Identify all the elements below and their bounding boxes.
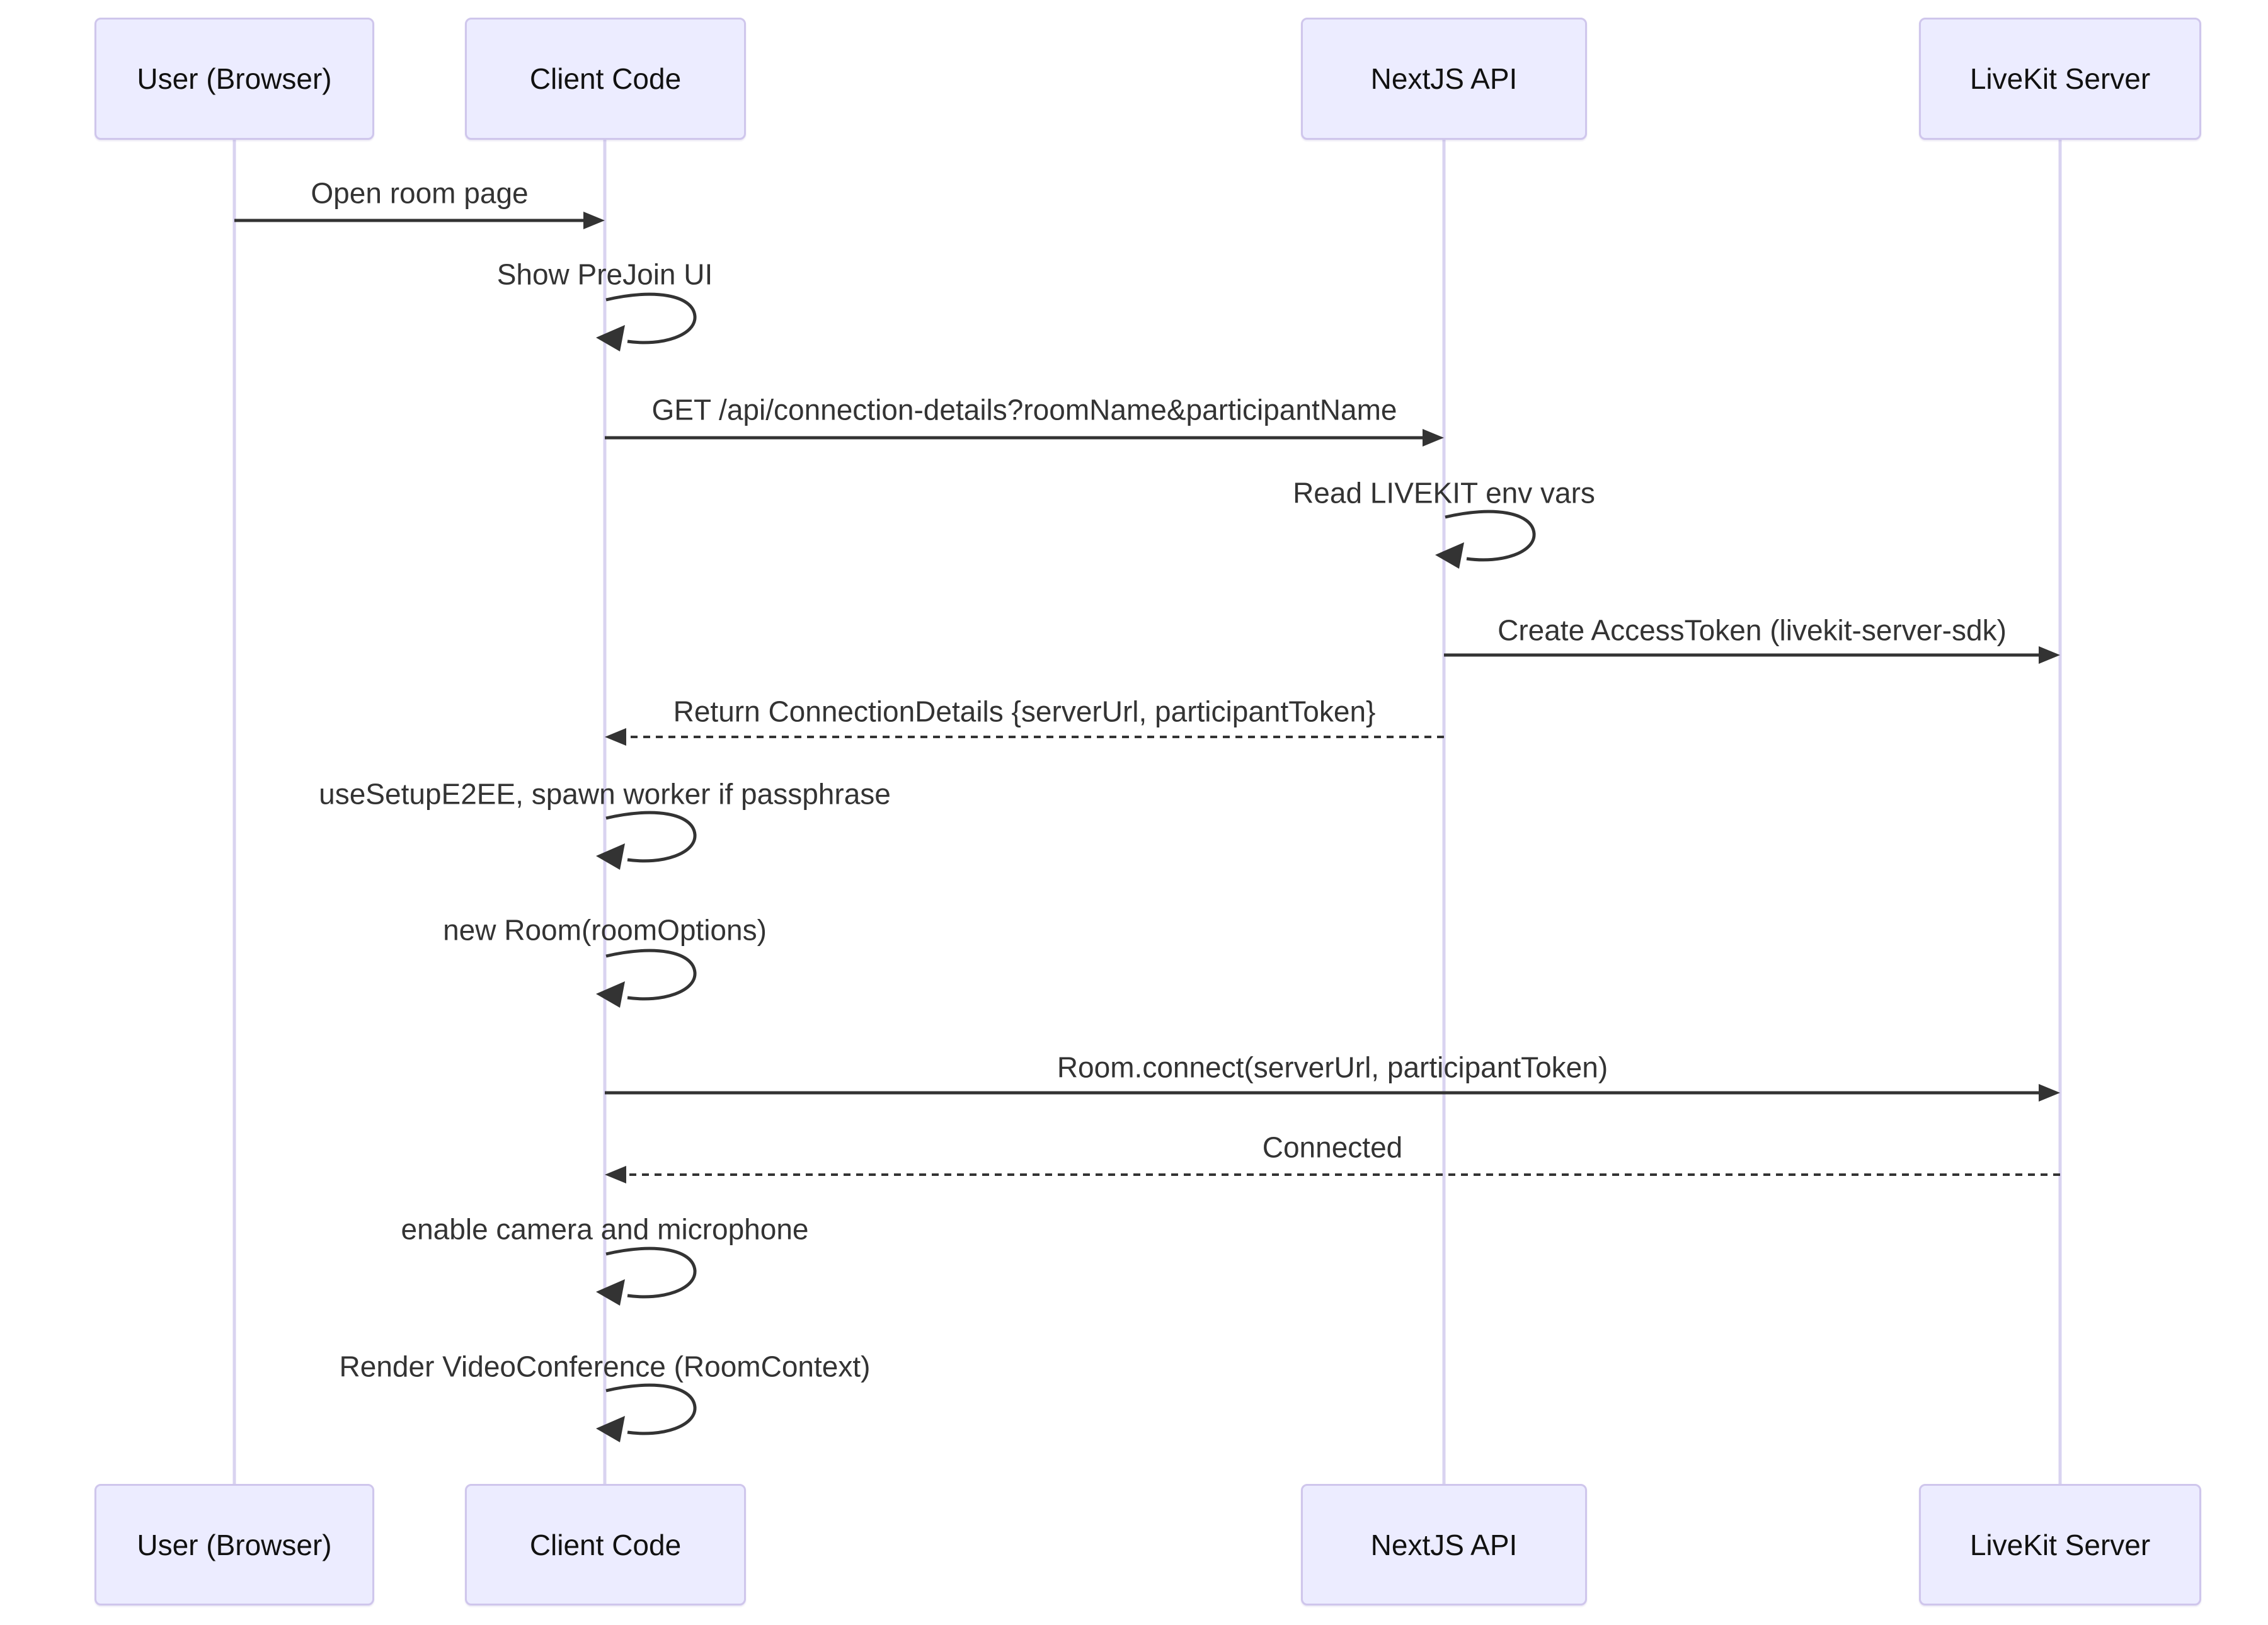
message-label: useSetupE2EE, spawn worker if passphrase — [319, 777, 891, 811]
actor-box-top-client: Client Code — [465, 18, 746, 140]
actor-box-top-livekit: LiveKit Server — [1919, 18, 2201, 140]
message-label: Open room page — [311, 176, 529, 210]
message-label: Return ConnectionDetails {serverUrl, par… — [673, 695, 1376, 728]
actor-label: NextJS API — [1370, 1528, 1518, 1561]
actor-label: LiveKit Server — [1969, 62, 2151, 95]
arrowhead-icon — [596, 981, 625, 1008]
actor-label: LiveKit Server — [1969, 1528, 2151, 1561]
self-loop — [605, 1246, 697, 1299]
actor-box-bottom-user: User (Browser) — [94, 1484, 374, 1605]
actor-label: NextJS API — [1370, 62, 1518, 95]
message-label: Create AccessToken (livekit-server-sdk) — [1498, 613, 2007, 647]
actor-label: Client Code — [529, 1528, 682, 1561]
arrowhead-icon — [2039, 646, 2060, 664]
self-loop — [605, 1383, 697, 1435]
self-loop — [605, 292, 697, 345]
message-label: Read LIVEKIT env vars — [1293, 476, 1595, 510]
actor-box-top-user: User (Browser) — [94, 18, 374, 140]
arrowhead-icon — [605, 1166, 626, 1183]
message-label: Show PreJoin UI — [496, 258, 713, 291]
message-label: new Room(roomOptions) — [443, 913, 767, 947]
actor-label: User (Browser) — [137, 1528, 332, 1561]
message-label: enable camera and microphone — [401, 1212, 809, 1246]
actor-label: User (Browser) — [137, 62, 332, 95]
actor-box-bottom-nextjs: NextJS API — [1301, 1484, 1587, 1605]
actor-box-bottom-livekit: LiveKit Server — [1919, 1484, 2201, 1605]
message-label: GET /api/connection-details?roomName&par… — [651, 393, 1397, 426]
self-loop — [605, 811, 697, 863]
self-loop — [1445, 510, 1536, 562]
arrowhead-icon — [1435, 542, 1464, 569]
arrowhead-icon — [596, 1416, 625, 1442]
self-loop — [605, 949, 697, 1001]
arrowhead-icon — [583, 212, 605, 229]
arrowhead-icon — [605, 728, 626, 746]
actor-box-bottom-client: Client Code — [465, 1484, 746, 1605]
arrowhead-icon — [596, 325, 625, 351]
actor-box-top-nextjs: NextJS API — [1301, 18, 1587, 140]
arrowhead-icon — [1423, 429, 1444, 447]
arrowhead-icon — [596, 843, 625, 870]
message-label: Connected — [1262, 1131, 1403, 1164]
arrowhead-icon — [596, 1279, 625, 1306]
arrowhead-icon — [2039, 1084, 2060, 1102]
actor-label: Client Code — [529, 62, 682, 95]
message-label: Render VideoConference (RoomContext) — [339, 1350, 871, 1383]
message-label: Room.connect(serverUrl, participantToken… — [1057, 1051, 1608, 1084]
